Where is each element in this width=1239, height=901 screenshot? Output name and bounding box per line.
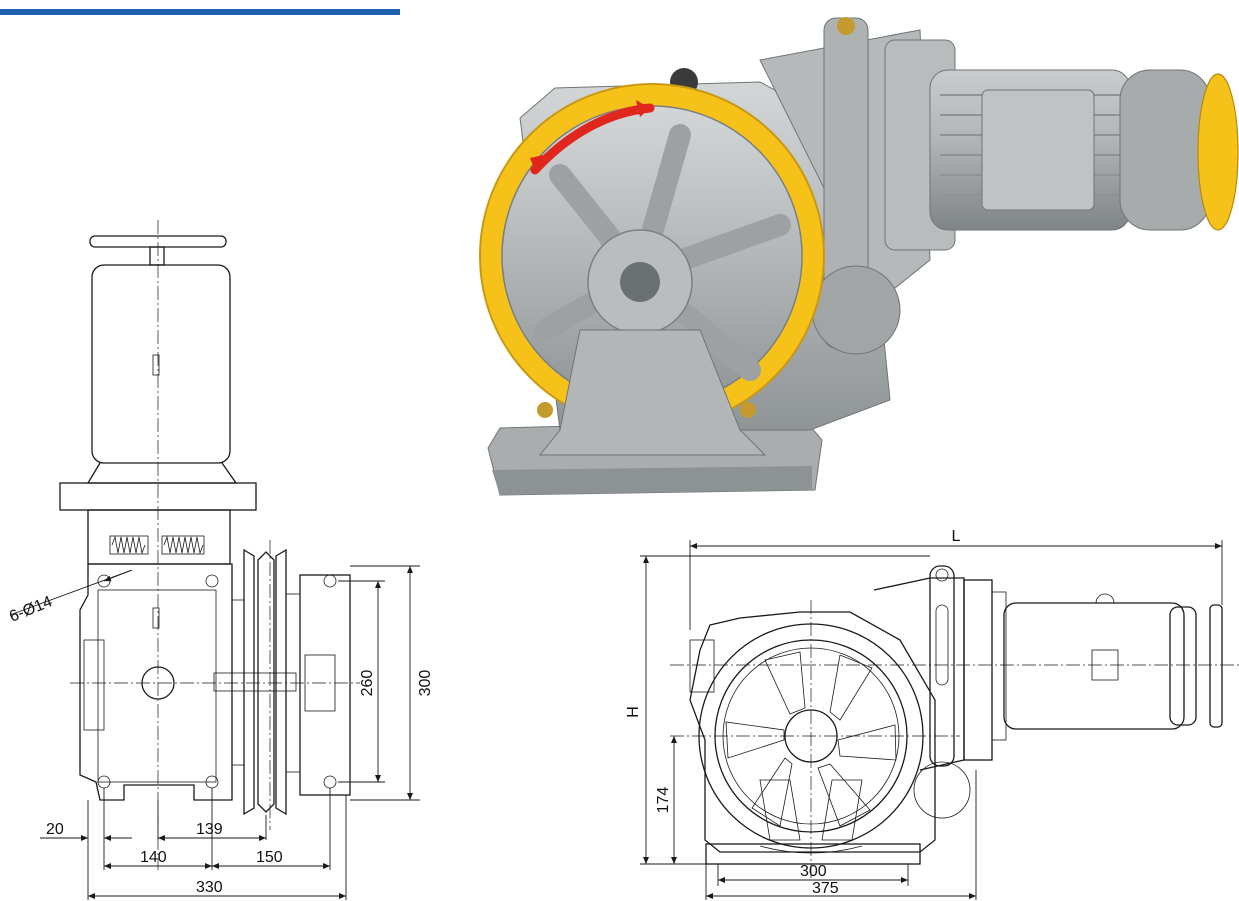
dim-300-label: 300 bbox=[417, 670, 434, 697]
dim-140-label: 140 bbox=[140, 849, 167, 866]
dim-150-label: 150 bbox=[256, 849, 283, 866]
machine-photo bbox=[479, 17, 1239, 496]
header-accent-bar bbox=[0, 9, 400, 15]
dim-260-label: 260 bbox=[359, 670, 376, 697]
dim-330-label: 330 bbox=[196, 879, 223, 896]
dim-H-label: H bbox=[625, 706, 642, 718]
dim-174-label: 174 bbox=[655, 787, 672, 814]
front-view-drawing: L H 174 300 375 bbox=[625, 528, 1239, 900]
dim-139-label: 139 bbox=[196, 821, 223, 838]
hole-callout-label: 6-Ø14 bbox=[7, 593, 55, 625]
side-view-drawing: 300 260 6-Ø14 20 139 140 150 330 bbox=[7, 220, 434, 900]
dim-300-front-label: 300 bbox=[800, 863, 827, 880]
dim-375-label: 375 bbox=[812, 880, 839, 897]
dim-20-label: 20 bbox=[46, 821, 64, 838]
dim-L-label: L bbox=[952, 528, 961, 545]
